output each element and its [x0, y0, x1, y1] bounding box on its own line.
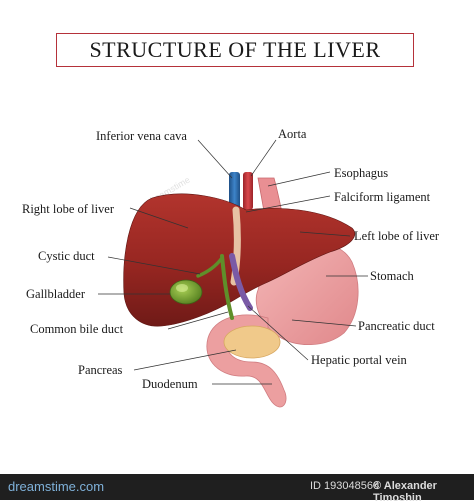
pancreas [223, 325, 281, 359]
footer-logo: dreamstime.com [8, 479, 105, 494]
label-hepatic-portal-vein: Hepatic portal vein [311, 353, 408, 367]
label-right-lobe: Right lobe of liver [22, 202, 115, 216]
common-bile-duct [220, 254, 234, 320]
label-pancreatic-duct: Pancreatic duct [358, 319, 435, 333]
title-box: STRUCTURE OF THE LIVER [56, 33, 414, 67]
label-stomach: Stomach [370, 269, 414, 283]
label-duodenum: Duodenum [142, 377, 198, 391]
aorta [243, 172, 253, 210]
hepatic-portal-vein [229, 253, 253, 311]
leader-lines [98, 139, 368, 385]
label-falciform-ligament: Falciform ligament [334, 190, 431, 204]
label-common-bile-duct: Common bile duct [30, 322, 124, 336]
liver-diagram: dreamstime Inferior vena ca [22, 127, 440, 408]
footer-author: © Alexander Timoshin [373, 480, 437, 504]
inferior-vena-cava [229, 172, 240, 212]
gallbladder [169, 279, 203, 305]
cystic-duct [196, 256, 224, 278]
label-cystic-duct: Cystic duct [38, 249, 95, 263]
footer-bar: dreamstime.com ID 193048566 © Alexander … [0, 474, 474, 504]
gallbladder-highlight [176, 284, 188, 292]
label-left-lobe: Left lobe of liver [354, 229, 440, 243]
label-pancreas: Pancreas [78, 363, 123, 377]
label-gallbladder: Gallbladder [26, 287, 86, 301]
label-inferior-vena-cava: Inferior vena cava [96, 129, 187, 143]
footer-id: ID 193048566 [310, 480, 380, 492]
label-aorta: Aorta [278, 127, 307, 141]
label-esophagus: Esophagus [334, 166, 388, 180]
diagram-title: STRUCTURE OF THE LIVER [89, 37, 381, 62]
